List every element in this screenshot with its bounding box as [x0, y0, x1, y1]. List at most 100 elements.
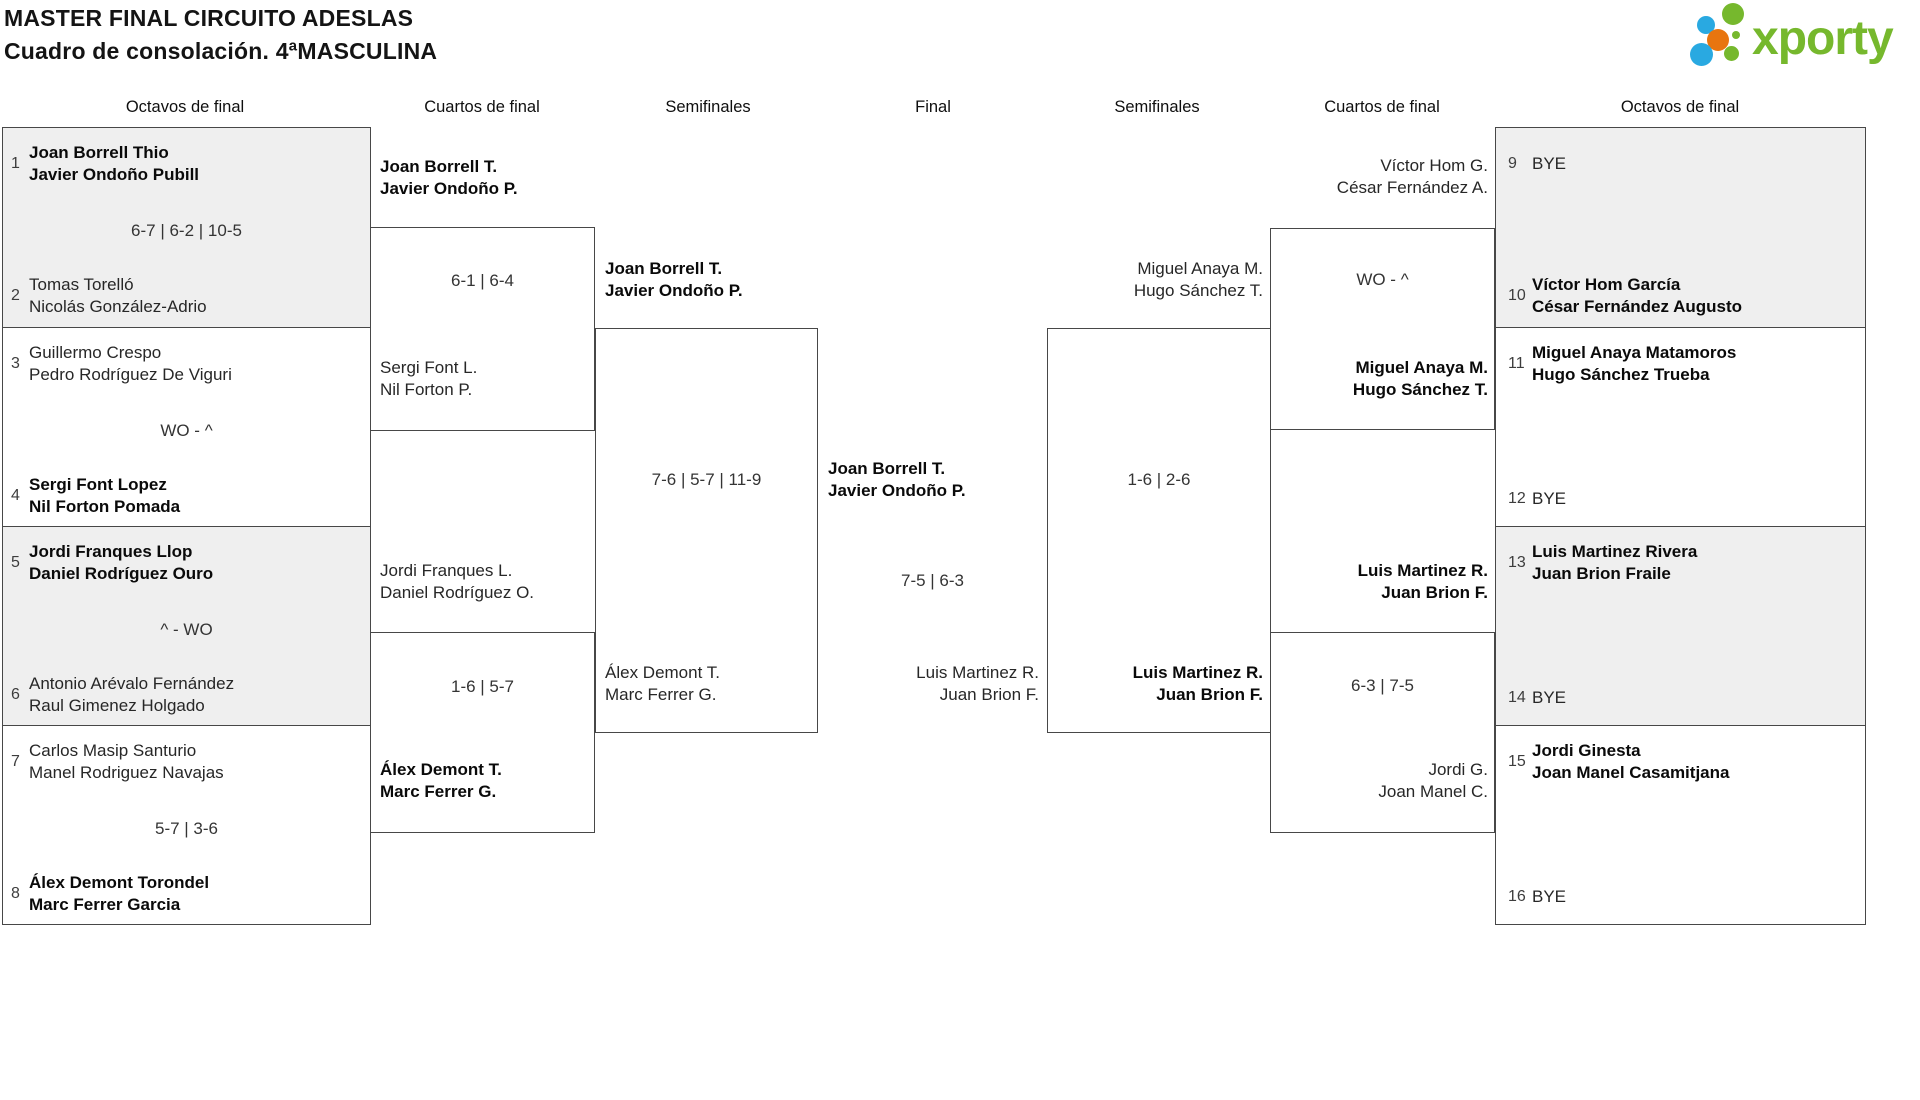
logo-dot-blue-large-icon — [1690, 43, 1713, 66]
match-score: 6-3 | 7-5 — [1350, 676, 1414, 695]
player-name: Joan Manel C. — [1378, 782, 1488, 801]
player-name: Víctor Hom García — [1532, 275, 1681, 294]
team-entry-seed-8: 8 Álex Demont Torondel Marc Ferrer Garci… — [11, 872, 366, 916]
logo-dot-blue-small-icon — [1697, 16, 1715, 34]
team-entry-seed-15: 15 Jordi Ginesta Joan Manel Casamitjana — [1508, 740, 1861, 784]
round-header-cuartos-right: Cuartos de final — [1324, 98, 1440, 116]
team-names: Antonio Arévalo Fernández Raul Gimenez H… — [29, 673, 234, 717]
match-box-cuartos-right-1 — [1270, 228, 1495, 430]
match-score: 6-1 | 6-4 — [450, 271, 514, 290]
player-name: Luis Martinez R. — [916, 663, 1039, 682]
player-name: Daniel Rodríguez O. — [380, 583, 535, 602]
player-name: Javier Ondoño Pubill — [29, 165, 200, 184]
player-name: Juan Brion Fraile — [1532, 564, 1671, 583]
player-name: Álex Demont T. — [380, 760, 502, 779]
match-octavos-right-2: 11 Miguel Anaya Matamoros Hugo Sánchez T… — [1496, 327, 1865, 526]
seed-number: 3 — [11, 355, 20, 372]
match-octavos-right-3: 13 Luis Martinez Rivera Juan Brion Frail… — [1496, 526, 1865, 725]
team-entry-seed-7: 7 Carlos Masip Santurio Manel Rodriguez … — [11, 740, 366, 784]
match-score: 1-6 | 2-6 — [1127, 470, 1191, 489]
team-label-final-winner: Joan Borrell T. Javier Ondoño P. — [828, 458, 966, 502]
player-name: Carlos Masip Santurio — [29, 741, 197, 760]
match-box-cuartos-right-2 — [1270, 632, 1495, 833]
player-name: Miguel Anaya M. — [1137, 259, 1263, 278]
team-label-final-runner-up: Luis Martinez R. Juan Brion F. — [789, 662, 1039, 706]
bye-label: BYE — [1532, 154, 1567, 173]
team-names: Tomas Torelló Nicolás González-Adrio — [29, 274, 207, 318]
match-box-cuartos-left-2 — [370, 632, 595, 833]
seed-number: 8 — [11, 885, 20, 902]
team-label-semifinal-right-bottom: Luis Martinez R. Juan Brion F. — [1013, 662, 1263, 706]
player-name: Juan Brion F. — [939, 685, 1039, 704]
player-name: Luis Martinez R. — [1357, 561, 1488, 580]
player-name: Manel Rodriguez Navajas — [29, 763, 224, 782]
logo-wordmark: xporty — [1752, 12, 1894, 65]
team-label-cuartos-right-1-top: Víctor Hom G. César Fernández A. — [1238, 155, 1488, 199]
match-score: 5-7 | 3-6 — [154, 819, 218, 838]
team-label-cuartos-left-2-top: Jordi Franques L. Daniel Rodríguez O. — [380, 560, 534, 604]
player-name: Nicolás González-Adrio — [29, 297, 207, 316]
round-header-final: Final — [915, 98, 951, 116]
player-name: Joan Manel Casamitjana — [1532, 763, 1730, 782]
match-octavos-left-1: 1 Joan Borrell Thio Javier Ondoño Pubill… — [3, 128, 370, 327]
player-name: Joan Borrell T. — [605, 259, 723, 278]
seed-number: 1 — [11, 155, 20, 172]
player-name: César Fernández Augusto — [1532, 297, 1743, 316]
team-entry-seed-12: 12 BYE — [1508, 488, 1861, 510]
player-name: César Fernández A. — [1336, 178, 1488, 197]
match-score: 1-6 | 5-7 — [450, 677, 514, 696]
team-entry-seed-13: 13 Luis Martinez Rivera Juan Brion Frail… — [1508, 541, 1861, 585]
team-names: Carlos Masip Santurio Manel Rodriguez Na… — [29, 740, 224, 784]
player-name: Joan Borrell T. — [828, 459, 946, 478]
octavos-right-bracket: 9 BYE 10 Víctor Hom García César Fernánd… — [1495, 127, 1866, 925]
logo-dot-orange-icon — [1707, 29, 1729, 51]
player-name: Javier Ondoño P. — [828, 481, 966, 500]
seed-number: 9 — [1508, 155, 1517, 172]
player-name: Tomas Torelló — [29, 275, 134, 294]
tournament-title: MASTER FINAL CIRCUITO ADESLAS — [4, 5, 414, 31]
team-label-semifinal-right-top: Miguel Anaya M. Hugo Sánchez T. — [1013, 258, 1263, 302]
player-name: Pedro Rodríguez De Viguri — [29, 365, 232, 384]
logo-dot-green-small-icon — [1724, 46, 1739, 61]
team-names: Luis Martinez Rivera Juan Brion Fraile — [1532, 541, 1697, 585]
bracket-subtitle: Cuadro de consolación. 4ªMASCULINA — [4, 38, 438, 64]
team-names: Jordi Franques Llop Daniel Rodríguez Our… — [29, 541, 213, 585]
seed-number: 7 — [11, 753, 20, 770]
final-score: 7-5 | 6-3 — [900, 571, 964, 590]
player-name: Luis Martinez Rivera — [1532, 542, 1698, 561]
match-score: ^ - WO — [160, 620, 213, 639]
logo-dot-green-tiny-icon — [1732, 31, 1740, 39]
player-name: Hugo Sánchez T. — [1352, 380, 1488, 399]
match-score: 7-6 | 5-7 | 11-9 — [651, 470, 762, 489]
match-octavos-left-3: 5 Jordi Franques Llop Daniel Rodríguez O… — [3, 526, 370, 725]
team-names: Jordi Ginesta Joan Manel Casamitjana — [1532, 740, 1729, 784]
team-label-semifinal-left-bottom: Álex Demont T. Marc Ferrer G. — [605, 662, 720, 706]
player-name: Nil Forton Pomada — [29, 497, 181, 516]
player-name: Jordi G. — [1428, 760, 1488, 779]
round-header-semifinal-left: Semifinales — [665, 98, 751, 116]
round-header-semifinal-right: Semifinales — [1114, 98, 1200, 116]
seed-number: 10 — [1508, 287, 1526, 304]
logo-dot-green-large-icon — [1722, 3, 1744, 25]
player-name: Juan Brion F. — [1156, 685, 1263, 704]
player-name: Sergi Font Lopez — [29, 475, 167, 494]
team-entry-seed-4: 4 Sergi Font Lopez Nil Forton Pomada — [11, 474, 366, 518]
team-names: Miguel Anaya Matamoros Hugo Sánchez True… — [1532, 342, 1736, 386]
seed-number: 12 — [1508, 490, 1526, 507]
player-name: Víctor Hom G. — [1380, 156, 1488, 175]
player-name: Álex Demont T. — [605, 663, 720, 682]
team-entry-seed-2: 2 Tomas Torelló Nicolás González-Adrio — [11, 274, 366, 318]
player-name: Jordi Franques Llop — [29, 542, 193, 561]
team-label-cuartos-left-1-top: Joan Borrell T. Javier Ondoño P. — [380, 156, 518, 200]
bye-label: BYE — [1532, 887, 1567, 906]
player-name: Hugo Sánchez Trueba — [1532, 365, 1710, 384]
player-name: Nil Forton P. — [380, 380, 473, 399]
team-label-cuartos-left-2-bottom: Álex Demont T. Marc Ferrer G. — [380, 759, 502, 803]
match-octavos-left-2: 3 Guillermo Crespo Pedro Rodríguez De Vi… — [3, 327, 370, 526]
match-box-semifinal-right — [1047, 328, 1271, 733]
seed-number: 11 — [1508, 355, 1525, 372]
player-name: Luis Martinez R. — [1132, 663, 1263, 682]
team-label-cuartos-right-2-bottom: Jordi G. Joan Manel C. — [1238, 759, 1488, 803]
team-label-cuartos-right-2-top: Luis Martinez R. Juan Brion F. — [1238, 560, 1488, 604]
